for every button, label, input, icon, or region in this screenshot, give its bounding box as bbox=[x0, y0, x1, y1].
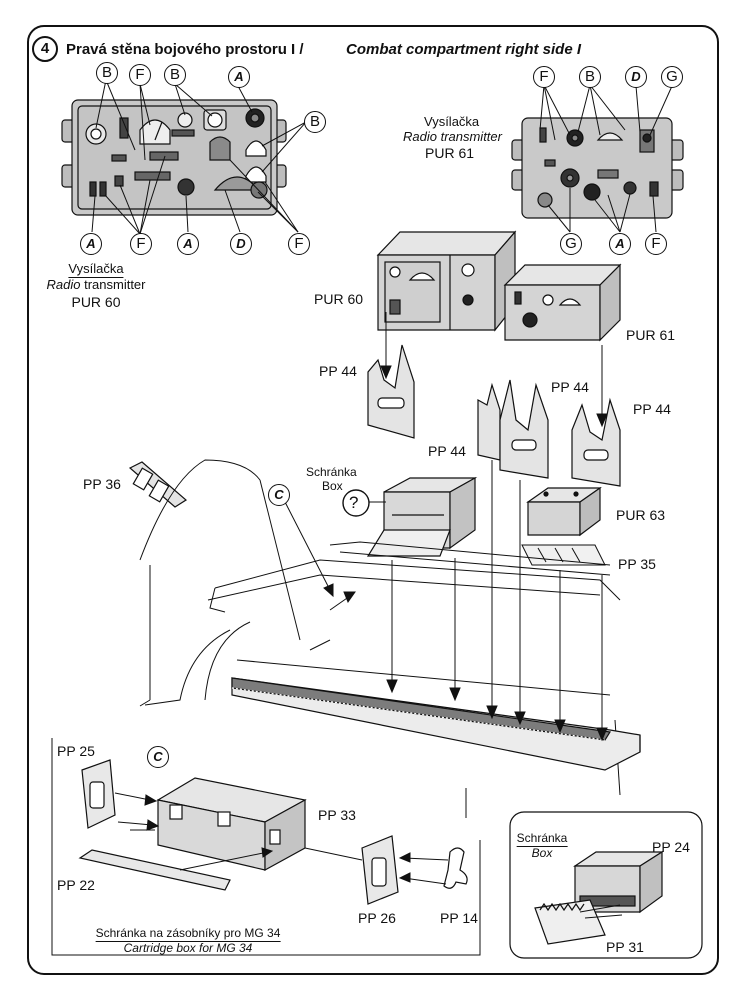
pp35-grate bbox=[521, 544, 606, 566]
box-inset-caption-cz: Schránka bbox=[516, 831, 568, 847]
pp22-rail bbox=[78, 849, 231, 891]
box-inset-arrows bbox=[579, 904, 623, 919]
label-pp31: PP 31 bbox=[606, 939, 644, 955]
question-mark: ? bbox=[349, 493, 359, 512]
label-pp33: PP 33 bbox=[318, 807, 356, 823]
pur61-caption-model: PUR 61 bbox=[425, 145, 475, 161]
label-pp44: PP 44 bbox=[319, 363, 357, 379]
page-frame bbox=[27, 25, 719, 975]
pur61-caption-en: Radio transmitter bbox=[403, 129, 502, 144]
cartridge-caption-cz: Schránka na zásobníky pro MG 34 bbox=[95, 926, 281, 942]
label-pp44: PP 44 bbox=[633, 401, 671, 417]
cartridge-inset-frame bbox=[51, 738, 481, 956]
callout-d: D bbox=[625, 66, 647, 88]
pp44-brackets bbox=[367, 344, 621, 487]
pp26-bracket bbox=[361, 835, 399, 905]
pur60-radio-3d bbox=[376, 230, 517, 332]
callout-f: F bbox=[645, 233, 667, 255]
box-inset-frame bbox=[509, 811, 703, 959]
pur60-caption-cz: Vysílačka bbox=[68, 261, 124, 278]
floor-rail bbox=[231, 677, 641, 771]
label-pur61: PUR 61 bbox=[626, 327, 676, 343]
label-pp22: PP 22 bbox=[57, 877, 95, 893]
label-schranka: Schránka bbox=[306, 465, 357, 479]
callout-g: G bbox=[560, 233, 582, 255]
callout-b: B bbox=[304, 111, 326, 133]
callout-f: F bbox=[533, 66, 555, 88]
callout-c: C bbox=[147, 746, 169, 768]
callout-b: B bbox=[579, 66, 601, 88]
question-circle bbox=[342, 489, 370, 517]
cartridge-arrows bbox=[114, 792, 449, 885]
pur60-caption-model: PUR 60 bbox=[71, 294, 121, 310]
label-pp14: PP 14 bbox=[440, 910, 478, 926]
pur61-radio-3d bbox=[503, 263, 622, 342]
label-pp36: PP 36 bbox=[83, 476, 121, 492]
page-title-cz: Pravá stěna bojového prostoru I / bbox=[66, 41, 304, 58]
callout-a: A bbox=[228, 66, 250, 88]
callout-b: B bbox=[96, 62, 118, 84]
pur61-panel-drawing bbox=[511, 117, 684, 219]
label-pur63: PUR 63 bbox=[616, 507, 666, 523]
label-pp44: PP 44 bbox=[428, 443, 466, 459]
pur61-leaders bbox=[539, 84, 673, 233]
callout-a: A bbox=[80, 233, 102, 255]
cartridge-box-drawing bbox=[156, 777, 307, 872]
assembly-arrows-top bbox=[380, 312, 608, 428]
pur60-panel-drawing bbox=[61, 99, 287, 216]
callout-b: B bbox=[164, 64, 186, 86]
hull-wall bbox=[139, 459, 621, 796]
page-title-en: Combat compartment right side I bbox=[346, 41, 582, 58]
label-pur60: PUR 60 bbox=[314, 291, 364, 307]
box-inset-caption-en: Box bbox=[531, 846, 553, 860]
box-schranka bbox=[366, 476, 478, 557]
pur60-caption-en: Radio transmitter bbox=[46, 277, 146, 292]
pp36-grille bbox=[128, 461, 188, 508]
cartridge-caption-en: Cartridge box for MG 34 bbox=[123, 941, 253, 955]
pur60-leaders bbox=[91, 79, 307, 235]
callout-f: F bbox=[129, 64, 151, 86]
pp24-box bbox=[573, 850, 665, 914]
label-pp24: PP 24 bbox=[652, 839, 690, 855]
label-pp35: PP 35 bbox=[618, 556, 656, 572]
label-pp25: PP 25 bbox=[57, 743, 95, 759]
callout-d: D bbox=[230, 233, 252, 255]
pp25-bracket bbox=[81, 759, 116, 829]
label-box: Box bbox=[322, 479, 343, 493]
callout-a: A bbox=[609, 233, 631, 255]
label-pp26: PP 26 bbox=[358, 910, 396, 926]
step-number-badge: 4 bbox=[32, 36, 58, 62]
floor-arrows bbox=[283, 460, 608, 742]
label-pp44: PP 44 bbox=[551, 379, 589, 395]
pur63-unit bbox=[526, 486, 602, 537]
pp14-clip bbox=[443, 847, 468, 889]
callout-f: F bbox=[130, 233, 152, 255]
callout-c: C bbox=[268, 484, 290, 506]
callout-a: A bbox=[177, 233, 199, 255]
callout-f: F bbox=[288, 233, 310, 255]
pur61-caption-cz: Vysílačka bbox=[424, 114, 480, 129]
callout-g: G bbox=[661, 66, 683, 88]
